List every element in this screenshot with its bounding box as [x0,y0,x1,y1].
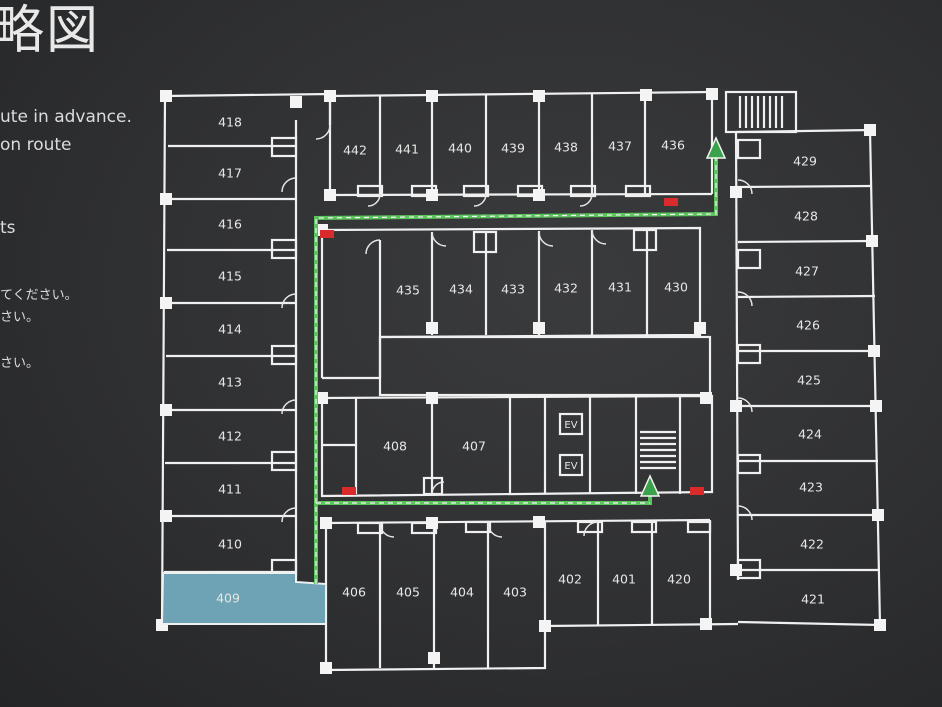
core-walls [320,335,714,498]
room-label: 403 [503,585,527,600]
evacuation-route [314,158,718,584]
room-label: 437 [608,139,632,154]
room-label: 428 [794,209,818,224]
page-title: 略図 [0,1,101,61]
exit-arrow-icon [705,136,727,159]
room-label: 407 [462,439,486,454]
room-label: 435 [396,283,420,298]
fire-extinguisher-icon [690,487,704,495]
exit-arrow-icon [639,474,661,497]
room-label: 405 [396,585,420,600]
room-label: 440 [448,141,472,156]
room-label: 424 [798,427,822,442]
room-label: 402 [558,572,582,587]
room-label: 434 [449,282,473,297]
room-label: 427 [795,264,819,279]
bottom-row-walls [324,518,739,672]
stairs-top [724,90,798,134]
room-label: 439 [501,141,525,156]
elevator-label: EV [564,420,577,431]
fire-extinguisher-icon [342,487,356,495]
room-label: 441 [395,142,419,157]
current-room-409 [160,572,327,625]
right-wing-walls [734,128,882,627]
room-label: 408 [383,439,407,454]
room-label: 436 [661,138,685,153]
left-wing-walls [160,92,332,626]
room-label: 429 [793,154,817,169]
room-label: 421 [801,592,825,607]
room-label: 414 [218,322,242,337]
room-label: 426 [796,318,820,333]
fire-extinguisher-icon [320,230,334,238]
room-label: 412 [218,429,242,444]
room-label: 442 [343,143,367,158]
room-label: 423 [799,480,823,495]
instruction-line-3: ts [0,218,16,238]
room-label: 415 [218,269,242,284]
elevator-label: EV [564,461,577,472]
room-label: 422 [800,537,824,552]
room-label: 411 [218,482,242,497]
room-label: 432 [554,281,578,296]
room-label: 401 [612,572,636,587]
room-label: 430 [664,280,688,295]
fire-extinguisher-icon [664,198,678,206]
room-label: 425 [797,373,821,388]
room-label: 431 [608,280,632,295]
door-swings [281,124,753,538]
room-label: 418 [218,115,242,130]
instruction-jp-line-1: てください。 [0,288,78,303]
room-label: 410 [218,537,242,552]
room-label: 438 [554,140,578,155]
instruction-jp-line-3: さい。 [0,356,40,371]
room-label: 420 [667,572,691,587]
room-label: 404 [450,585,474,600]
room-label: 406 [342,585,366,600]
room-labels: 418 417 416 415 414 413 412 411 410 409 … [216,115,825,607]
instruction-jp-line-2: さい。 [0,310,40,325]
room-label: 413 [218,375,242,390]
instruction-line-1: ute in advance. [0,107,132,127]
instruction-line-2: on route [0,135,72,155]
room-label: 433 [501,282,525,297]
room-label: 409 [216,591,240,606]
room-label: 416 [218,217,242,232]
structural-columns [156,88,886,674]
middle-upper-walls [320,226,702,380]
room-label: 417 [218,166,242,181]
